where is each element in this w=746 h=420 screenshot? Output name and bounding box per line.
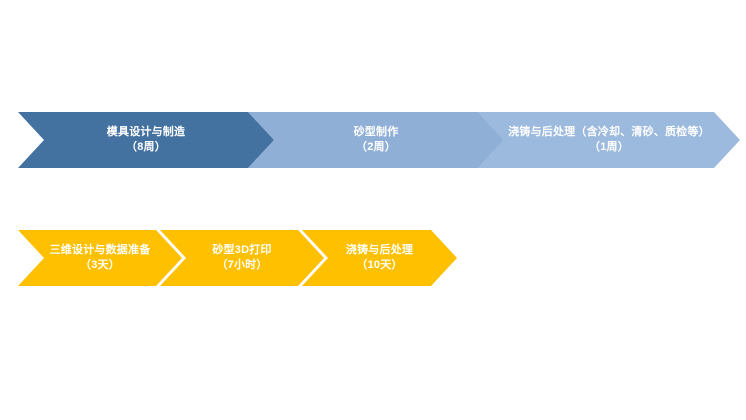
flow-step-title: 浇铸与后处理: [345, 243, 414, 256]
flow-step-mold-design-manufacture[interactable]: 模具设计与制造 （8周）: [18, 112, 274, 168]
flow-step-duration: （1周）: [589, 141, 629, 153]
flow-step-title: 砂型3D打印: [212, 243, 272, 256]
flow-step-duration: （7小时）: [216, 259, 268, 271]
flow-step-sand-mold-3d-printing[interactable]: 砂型3D打印 （7小时）: [160, 230, 324, 286]
flow-step-duration: （3天）: [80, 258, 120, 271]
flow-step-title: 砂型制作: [353, 125, 399, 138]
3d-printing-flow-row: 三维设计与数据准备 （3天） 砂型3D打印 （7小时） 浇铸与后处理 （10天）: [0, 230, 746, 286]
flow-step-title: 浇铸与后处理（含冷却、清砂、质检等）: [508, 125, 710, 138]
flow-step-duration: （2周）: [356, 141, 396, 153]
flow-step-duration: （8周）: [126, 141, 166, 153]
flow-step-title: 模具设计与制造: [106, 125, 186, 138]
flow-step-duration: （10天）: [356, 259, 403, 271]
flow-step-pouring-post-processing[interactable]: 浇铸与后处理（含冷却、清砂、质检等） （1周）: [478, 112, 740, 168]
flow-step-sand-mold-making[interactable]: 砂型制作 （2周）: [248, 112, 504, 168]
traditional-casting-flow-row: 模具设计与制造 （8周） 砂型制作 （2周） 浇铸与后处理（含冷却、清砂、质检等…: [0, 112, 746, 168]
flow-step-pouring-post-processing-additive[interactable]: 浇铸与后处理 （10天）: [302, 230, 457, 286]
flow-step-title: 三维设计与数据准备: [49, 243, 151, 256]
flow-step-3d-design-data-preparation[interactable]: 三维设计与数据准备 （3天）: [18, 230, 182, 286]
